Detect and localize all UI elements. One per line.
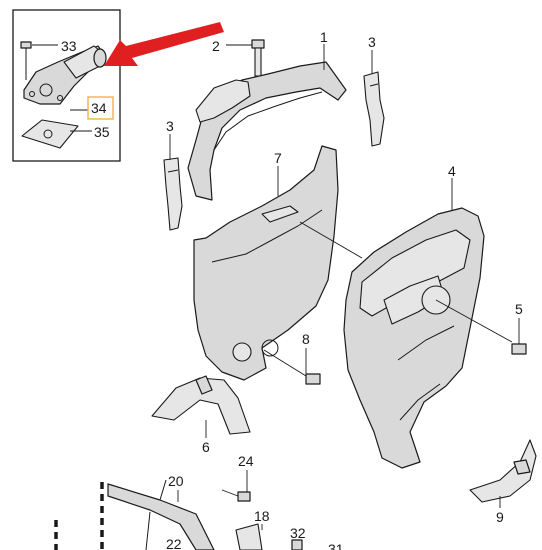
callout-3-left: 3 (166, 118, 174, 134)
part-32 (291, 539, 303, 550)
callout-22: 22 (166, 536, 182, 550)
bolt-5 (511, 318, 527, 355)
bracket-hole (39, 83, 53, 97)
inset-frame (12, 9, 121, 162)
tensioner-end (93, 48, 107, 68)
callout-32: 32 (290, 525, 306, 541)
callout-35: 35 (94, 124, 110, 140)
guide-9 (469, 439, 537, 508)
callout-9: 9 (496, 509, 504, 525)
callout-5: 5 (515, 301, 523, 317)
pointer-arrow (104, 22, 224, 66)
gasket-35 (21, 119, 79, 149)
callout-7: 7 (274, 150, 282, 166)
front-timing-cover (343, 178, 513, 469)
bolt-33 (20, 41, 32, 80)
bracket-bolt-hole-2 (57, 95, 63, 101)
callout-34: 34 (91, 100, 107, 116)
bolt-24 (221, 470, 251, 502)
highlight-box (87, 96, 114, 120)
bolt-2 (226, 39, 265, 77)
part-18 (235, 523, 263, 550)
callout-3-right: 3 (368, 34, 376, 50)
callout-labels: 33 34 35 2 1 3 3 7 4 5 8 6 9 24 20 18 32… (61, 29, 523, 550)
callout-6: 6 (202, 439, 210, 455)
red-arrow-shape (104, 22, 224, 66)
callout-2: 2 (212, 38, 220, 54)
clip-3-left (163, 134, 183, 231)
rear-timing-plate (193, 145, 363, 381)
callout-4: 4 (448, 163, 456, 179)
callout-33: 33 (61, 38, 77, 54)
callout-31: 31 (328, 541, 344, 550)
bracket-bolt-hole (29, 91, 35, 97)
timing-belt-20 (54, 479, 215, 550)
detail-inset (12, 9, 121, 162)
callout-18: 18 (254, 508, 270, 524)
upper-timing-cover (187, 44, 347, 201)
bolt-8 (263, 348, 321, 385)
callout-24: 24 (238, 453, 254, 469)
callout-1: 1 (320, 29, 328, 45)
callout-20: 20 (168, 473, 184, 489)
lower-guide-6 (151, 375, 251, 438)
gasket-hole (43, 129, 53, 139)
callout-8: 8 (302, 331, 310, 347)
clip-3-right (363, 50, 385, 147)
